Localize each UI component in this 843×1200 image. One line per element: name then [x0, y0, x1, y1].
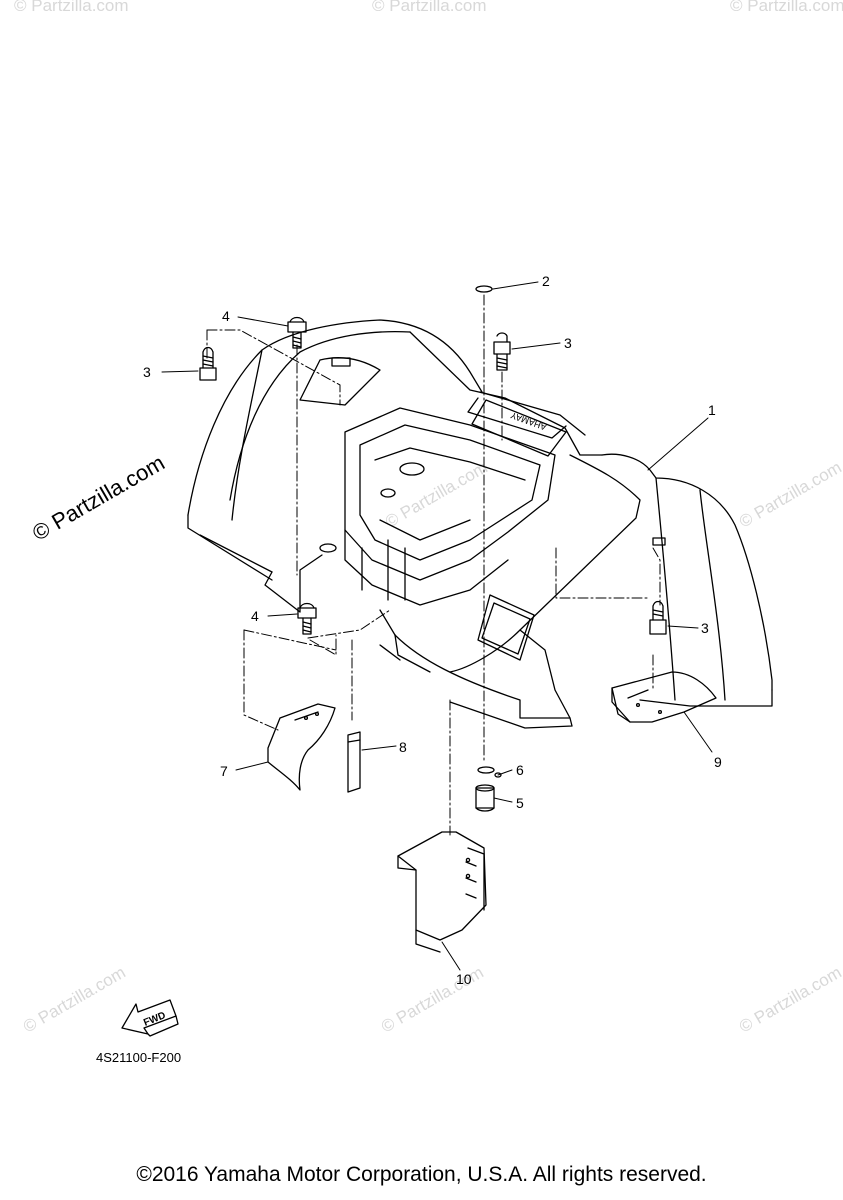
fwd-arrow-icon: FWD [121, 999, 179, 1037]
screw-3-left [199, 346, 217, 381]
bolt-4-lower [297, 602, 317, 635]
diagram-code: 4S21100-F200 [96, 1050, 182, 1065]
callout-9: 9 [714, 754, 722, 770]
strip-8 [347, 731, 361, 793]
callout-7: 7 [220, 763, 228, 779]
guard-9 [611, 671, 717, 723]
callout-8: 8 [399, 739, 407, 755]
watermark: © Partzilla.com [730, 0, 843, 15]
plug-2 [475, 285, 493, 293]
cover-10 [397, 831, 487, 953]
callout-3-left: 3 [143, 364, 151, 380]
fender-brand: YAMAHA [509, 410, 548, 432]
watermark: © Partzilla.com [14, 0, 129, 15]
flap-7 [267, 703, 336, 791]
callout-6: 6 [516, 762, 524, 778]
callout-4-lower: 4 [251, 608, 259, 624]
screw-3-center [493, 332, 511, 371]
washer-6 [477, 766, 502, 778]
watermark: © Partzilla.com [372, 0, 487, 15]
callout-1: 1 [708, 402, 716, 418]
callout-3-right: 3 [701, 620, 709, 636]
callout-4-top: 4 [222, 308, 230, 324]
screw-3-right [649, 600, 667, 635]
nut-5 [475, 784, 495, 812]
callout-5: 5 [516, 795, 524, 811]
rear-fender [187, 319, 773, 729]
copyright-notice: ©2016 Yamaha Motor Corporation, U.S.A. A… [136, 1163, 707, 1186]
callout-10: 10 [456, 971, 472, 987]
bolt-4-top [287, 316, 307, 349]
callout-3-center: 3 [564, 335, 572, 351]
callout-2: 2 [542, 273, 550, 289]
